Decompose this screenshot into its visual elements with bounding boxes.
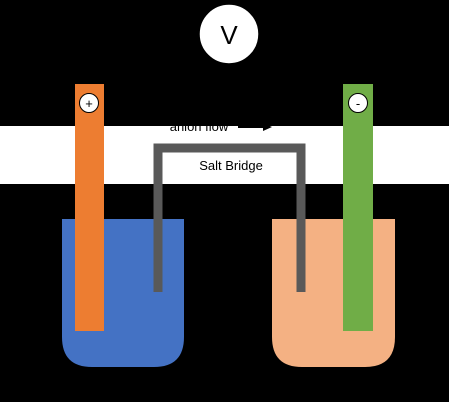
cathode-sign: - (356, 96, 360, 111)
salt-bridge-tube (153, 143, 306, 292)
anode-sign-circle (79, 93, 99, 113)
white-band (0, 126, 449, 184)
anion-flow-label: anion flow (170, 119, 229, 134)
anion-flow-arrow-head (263, 123, 272, 131)
voltmeter-circle (198, 3, 260, 65)
anode-electrode (75, 84, 104, 331)
anode-sign: + (85, 96, 93, 111)
cathode-electrode (343, 84, 373, 331)
right-beaker (272, 219, 395, 367)
cathode-sign-circle (348, 93, 368, 113)
voltmeter-label: V (220, 20, 238, 50)
salt-bridge-label: Salt Bridge (199, 158, 263, 173)
